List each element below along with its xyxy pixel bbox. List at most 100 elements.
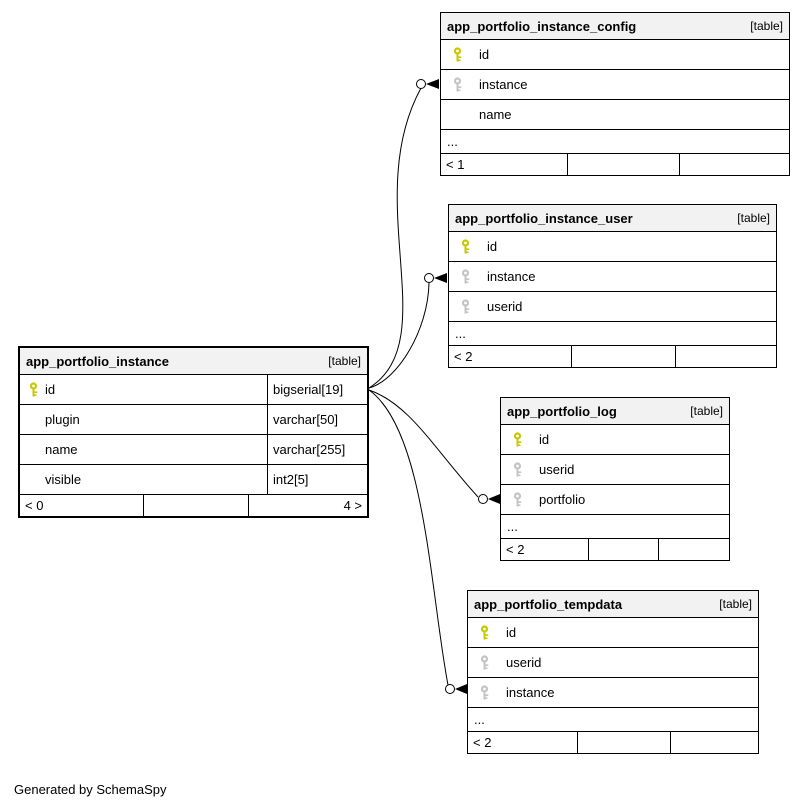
footer-cell-parents: < 2 (449, 346, 572, 367)
table-name[interactable]: app_portfolio_log (507, 403, 617, 419)
table-type-tag: [table] (328, 354, 361, 368)
primary-key-icon (459, 239, 471, 254)
table-name[interactable]: app_portfolio_instance_user (455, 210, 633, 226)
edge-instance-to-instance-config (368, 87, 422, 389)
generated-by-note: Generated by SchemaSpy (14, 782, 167, 797)
column-name: userid (487, 299, 523, 314)
foreign-key-icon (459, 269, 471, 284)
column-name: id (506, 625, 517, 640)
column-row: userid (501, 455, 729, 485)
column-row: id (449, 232, 776, 262)
footer-cell-children (680, 154, 789, 175)
truncated-columns-row: ... (449, 322, 776, 346)
column-row: id bigserial[19] (20, 375, 367, 405)
foreign-key-icon (478, 655, 490, 670)
column-name: userid (539, 462, 575, 477)
column-row: id (468, 618, 758, 648)
column-row: name (441, 100, 789, 130)
footer-cell-mid (568, 154, 680, 175)
footer-cell-children (659, 539, 729, 560)
column-name: id (539, 432, 550, 447)
foreign-key-icon (451, 77, 463, 92)
edge-arrowhead-icon (426, 79, 439, 89)
column-type: int2[5] (267, 465, 367, 494)
foreign-key-icon (511, 462, 523, 477)
no-key-spacer (27, 412, 39, 427)
edge-arrowhead-icon (434, 273, 447, 283)
no-key-spacer (27, 442, 39, 457)
column-name: name (479, 107, 512, 122)
edge-endpoint-circle-icon (478, 494, 488, 504)
table-name[interactable]: app_portfolio_instance_config (447, 18, 637, 34)
edge-instance-to-tempdata (368, 389, 449, 686)
footer-cell-children: 4 > (343, 498, 362, 513)
table-header[interactable]: app_portfolio_tempdata [table] (468, 591, 758, 618)
table-header[interactable]: app_portfolio_log [table] (501, 398, 729, 425)
column-row: portfolio (501, 485, 729, 515)
column-row: instance (449, 262, 776, 292)
column-row: id (501, 425, 729, 455)
table-name[interactable]: app_portfolio_instance (26, 353, 170, 369)
column-name: portfolio (539, 492, 586, 507)
edge-endpoint-circle-icon (445, 684, 455, 694)
column-row: name varchar[255] (20, 435, 367, 465)
primary-key-icon (511, 432, 523, 447)
table-footer: < 1 (441, 154, 789, 175)
table-footer: < 2 (468, 732, 758, 753)
table-footer: < 2 (449, 346, 776, 367)
column-row: userid (468, 648, 758, 678)
foreign-key-icon (511, 492, 523, 507)
column-type: varchar[255] (267, 435, 367, 464)
column-name: instance (479, 77, 528, 92)
edge-endpoint-circle-icon (424, 273, 434, 283)
table-type-tag: [table] (719, 597, 752, 611)
table-header[interactable]: app_portfolio_instance [table] (20, 348, 367, 375)
table-footer: < 0 4 > (20, 495, 367, 516)
table-node-app-portfolio-log[interactable]: app_portfolio_log [table] id userid port… (500, 397, 730, 561)
footer-cell-children (676, 346, 776, 367)
column-name: userid (506, 655, 542, 670)
table-type-tag: [table] (690, 404, 723, 418)
footer-cell-parents: < 0 (20, 495, 144, 516)
table-header[interactable]: app_portfolio_instance_config [table] (441, 13, 789, 40)
column-row: instance (441, 70, 789, 100)
column-name: visible (45, 472, 82, 487)
no-key-spacer (27, 472, 39, 487)
footer-cell-parents: < 2 (501, 539, 589, 560)
truncated-columns-row: ... (501, 515, 729, 539)
no-key-spacer (451, 107, 463, 122)
table-node-app-portfolio-instance-user[interactable]: app_portfolio_instance_user [table] id i… (448, 204, 777, 368)
column-type: varchar[50] (267, 405, 367, 434)
footer-cell-parents: < 1 (441, 154, 568, 175)
primary-key-icon (27, 382, 39, 397)
table-node-app-portfolio-instance[interactable]: app_portfolio_instance [table] id bigser… (18, 346, 369, 518)
table-footer: < 2 (501, 539, 729, 560)
table-header[interactable]: app_portfolio_instance_user [table] (449, 205, 776, 232)
edge-instance-to-log (368, 389, 479, 498)
truncated-columns-row: ... (468, 708, 758, 732)
column-name: instance (506, 685, 555, 700)
table-node-app-portfolio-instance-config[interactable]: app_portfolio_instance_config [table] id… (440, 12, 790, 176)
column-type: bigserial[19] (267, 375, 367, 404)
table-node-app-portfolio-tempdata[interactable]: app_portfolio_tempdata [table] id userid… (467, 590, 759, 754)
footer-cell-mid (572, 346, 676, 367)
primary-key-icon (451, 47, 463, 62)
column-name: id (487, 239, 498, 254)
footer-cell-parents: < 2 (468, 732, 578, 753)
footer-cell-children (671, 732, 758, 753)
table-name[interactable]: app_portfolio_tempdata (474, 596, 623, 612)
column-row: plugin varchar[50] (20, 405, 367, 435)
table-type-tag: [table] (737, 211, 770, 225)
column-name: plugin (45, 412, 80, 427)
column-name: id (479, 47, 490, 62)
foreign-key-icon (459, 299, 471, 314)
edge-endpoint-circle-icon (416, 79, 426, 89)
footer-cell-mid (589, 539, 659, 560)
edge-arrowhead-icon (488, 494, 500, 504)
column-row: userid (449, 292, 776, 322)
truncated-columns-row: ... (441, 130, 789, 154)
column-row: visible int2[5] (20, 465, 367, 495)
column-name: id (45, 382, 56, 397)
